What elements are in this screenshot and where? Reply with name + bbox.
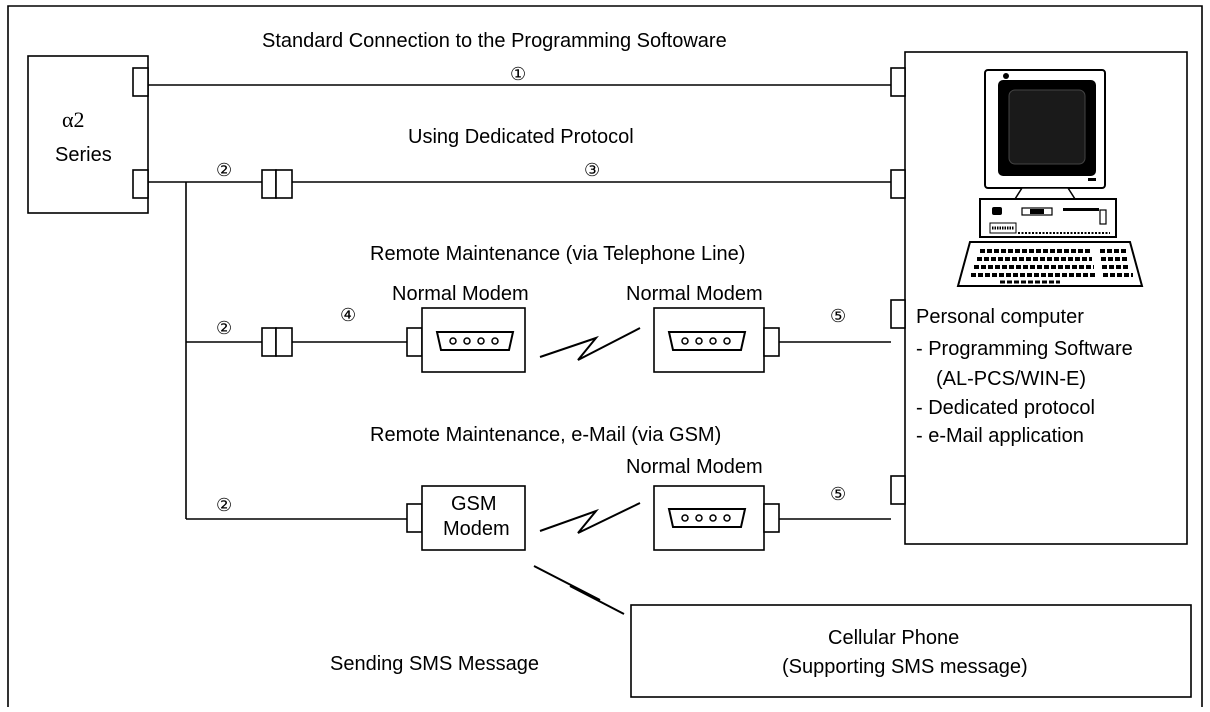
- normal-modem-left-label: Normal Modem: [392, 283, 529, 305]
- sms-label: Sending SMS Message: [330, 653, 539, 675]
- standard-connection-title: Standard Connection to the Programming S…: [262, 30, 727, 52]
- pc-item-dedicated-protocol: - Dedicated protocol: [916, 397, 1095, 419]
- marker-1: ①: [510, 64, 526, 84]
- dedicated-protocol-title: Using Dedicated Protocol: [408, 126, 634, 148]
- pc-description: Personal computer - Programming Software…: [916, 306, 1133, 447]
- computer-icon: [956, 69, 1144, 287]
- telephone-line-path: Remote Maintenance (via Telephone Line) …: [186, 243, 891, 373]
- gsm-lightning-link: [539, 502, 641, 534]
- pc-item-programming-software: - Programming Software: [916, 338, 1133, 360]
- gsm-path: Remote Maintenance, e-Mail (via GSM) ② G…: [186, 424, 891, 551]
- marker-5-gsm: ⑤: [830, 484, 846, 504]
- marker-2-gsm: ②: [216, 495, 232, 515]
- gsm-path-title: Remote Maintenance, e-Mail (via GSM): [370, 424, 721, 446]
- normal-modem-gsm-label: Normal Modem: [626, 456, 763, 478]
- gsm-modem: GSM Modem: [406, 485, 526, 551]
- telephone-lightning-link: [539, 327, 641, 361]
- cellular-phone-subtitle: (Supporting SMS message): [782, 656, 1028, 678]
- marker-2-dedicated: ②: [216, 160, 232, 180]
- marker-2-telephone: ②: [216, 318, 232, 338]
- dedicated-protocol-path: Using Dedicated Protocol ② ③: [148, 126, 891, 199]
- marker-3: ③: [584, 160, 600, 180]
- pc-item-software-name: (AL-PCS/WIN-E): [936, 368, 1086, 390]
- cellular-phone-title: Cellular Phone: [828, 627, 959, 649]
- telephone-path-title: Remote Maintenance (via Telephone Line): [370, 243, 745, 265]
- pc-title: Personal computer: [916, 306, 1084, 328]
- normal-modem-right-telephone: Normal Modem: [626, 283, 780, 373]
- alpha2-symbol: α2: [62, 107, 85, 132]
- alpha2-series-unit: α2 Series: [27, 55, 149, 214]
- normal-modem-left: Normal Modem: [392, 283, 529, 373]
- pc-item-email-application: - e-Mail application: [916, 425, 1084, 447]
- alpha2-series-label: Series: [55, 144, 112, 166]
- standard-connection-path: Standard Connection to the Programming S…: [148, 30, 891, 86]
- marker-5-telephone: ⑤: [830, 306, 846, 326]
- cellular-phone-box: Cellular Phone (Supporting SMS message): [630, 604, 1192, 698]
- sms-lightning-link: [533, 565, 625, 615]
- gsm-modem-label-line1: GSM: [451, 493, 497, 515]
- outer-frame: [7, 5, 1203, 707]
- normal-modem-right-gsm: Normal Modem: [626, 456, 780, 551]
- gsm-modem-label-line2: Modem: [443, 518, 510, 540]
- marker-4: ④: [340, 305, 356, 325]
- normal-modem-right-label: Normal Modem: [626, 283, 763, 305]
